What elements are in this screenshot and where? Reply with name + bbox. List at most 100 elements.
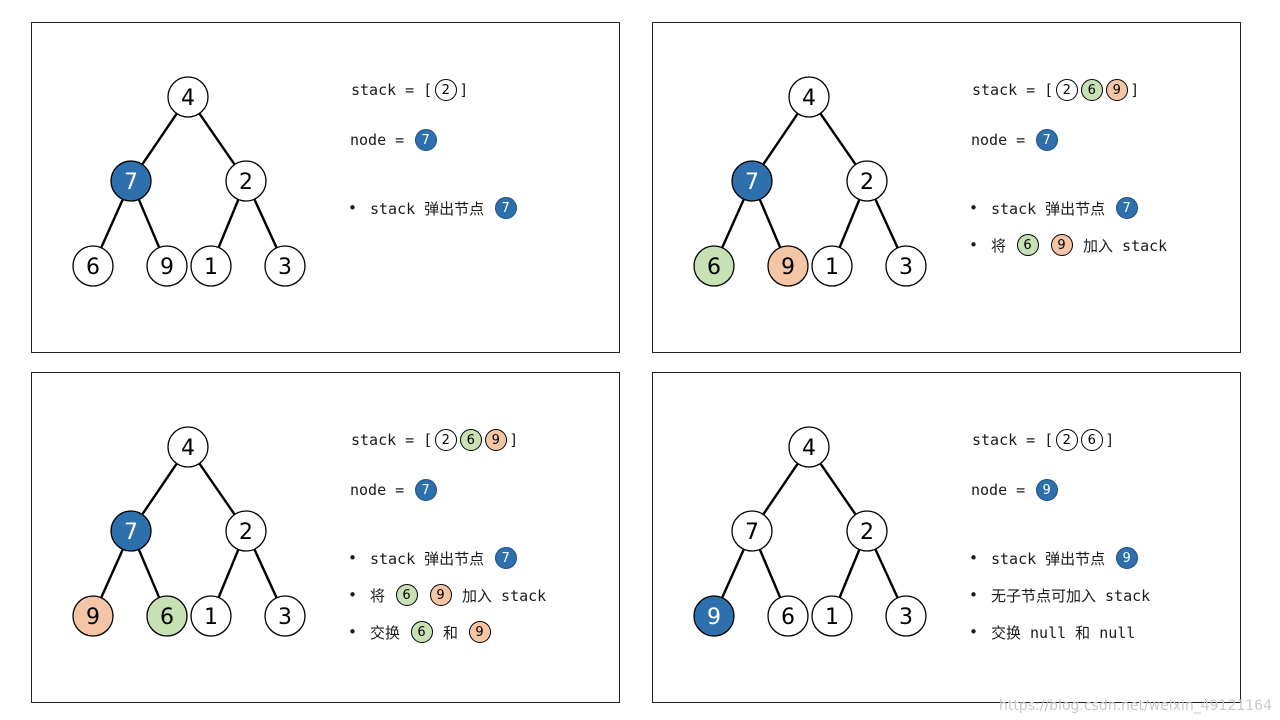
tree-edge-right-right_right (253, 198, 278, 249)
tree-node-label: 7 (745, 520, 759, 545)
tree-node-circle (693, 595, 735, 637)
tree-node-label: 9 (781, 255, 795, 280)
tree-edge-left-left_left (100, 548, 124, 599)
tree-edge-right-right_right (874, 198, 899, 249)
stack-item: 6 (459, 429, 482, 451)
tree-node-right-right: 3 (885, 245, 927, 287)
tree-node-left-left: 9 (693, 595, 735, 637)
node-label: node = (350, 481, 405, 499)
tree-node-right-left: 1 (811, 595, 853, 637)
stack-item: 6 (1080, 429, 1103, 451)
tree-edge-right-right_right (253, 548, 278, 599)
bullet-chip: 6 (395, 584, 418, 606)
current-node-chip: 7 (414, 129, 437, 151)
bullet-text: 将 (370, 586, 386, 605)
stack-item: 9 (484, 429, 507, 451)
tree-node-circle (225, 510, 267, 552)
tree-node-circle (885, 595, 927, 637)
bullet-text: 将 (991, 236, 1007, 255)
stack-item: 6 (1080, 79, 1103, 101)
tree-node-circle (731, 510, 773, 552)
stack-label: stack = [ (351, 81, 433, 99)
tree-node-label: 1 (204, 255, 218, 280)
tree-node-left: 7 (731, 160, 773, 202)
bullet-text: 加入 stack (1083, 236, 1168, 255)
bullet-text: stack 弹出节点 (991, 549, 1106, 568)
tree-node-label: 4 (802, 436, 816, 461)
tree-edge-left-left_right (137, 548, 161, 599)
tree-edge-root-right (198, 462, 236, 516)
bullet-dot-icon: • (348, 549, 358, 567)
bullet-chip: 6 (1016, 234, 1039, 256)
node-line: node = 7 (350, 128, 438, 152)
tree-edge-right-right_left (838, 199, 861, 248)
tree-node-label: 3 (278, 255, 292, 280)
bullet-chip: 9 (1050, 234, 1073, 256)
node-line: node =7 (971, 128, 1059, 152)
tree-node-label: 2 (860, 170, 874, 195)
stack-item: 2 (1055, 79, 1078, 101)
tree-edge-left-left_right (137, 198, 161, 249)
bullet-chip: 6 (410, 621, 433, 643)
node-label: node = (350, 131, 405, 149)
node-line: node =9 (971, 478, 1059, 502)
tree-node-circle (693, 245, 735, 287)
tree-node-label: 1 (825, 255, 839, 280)
tree-node-circle (225, 160, 267, 202)
bullet-text: 无子节点可加入 stack (991, 586, 1151, 605)
tree-node-circle (846, 160, 888, 202)
tree-node-label: 4 (181, 436, 195, 461)
tree-node-right-right: 3 (885, 595, 927, 637)
tree-node-right-left: 1 (190, 245, 232, 287)
bullet-text: 交换 (370, 623, 401, 642)
tree-node-circle (885, 245, 927, 287)
tree-node-left: 7 (731, 510, 773, 552)
bullet-chip: 9 (429, 584, 452, 606)
bullet-chip: 9 (1115, 547, 1138, 569)
tree-node-label: 6 (707, 255, 721, 280)
tree-node-circle (146, 595, 188, 637)
tree-node-circle (264, 595, 306, 637)
tree-node-label: 9 (86, 605, 100, 630)
tree-node-root: 4 (788, 76, 830, 118)
tree-edge-left-left_left (100, 198, 124, 249)
node-line: node =7 (350, 478, 438, 502)
tree-node-right-left: 1 (811, 245, 853, 287)
tree-node-right: 2 (225, 510, 267, 552)
watermark: https://blog.csdn.net/weixin_49121164 (998, 698, 1272, 714)
tree-node-label: 2 (239, 170, 253, 195)
tree-edge-root-right (198, 112, 236, 166)
tree-node-circle (811, 245, 853, 287)
tree-node-root: 4 (788, 426, 830, 468)
tree-node-label: 7 (745, 170, 759, 195)
stack-item: 2 (434, 429, 457, 451)
tree-node-label: 7 (124, 170, 138, 195)
tree-node-label: 9 (707, 605, 721, 630)
bullet-chip: 9 (468, 621, 491, 643)
tree-node-left-left: 6 (72, 245, 114, 287)
bullet-text: stack 弹出节点 (370, 199, 485, 218)
tree-node-right-right: 3 (264, 245, 306, 287)
bullet-text: stack 弹出节点 (370, 549, 485, 568)
tree-node-label: 6 (86, 255, 100, 280)
tree-node-left-left: 9 (72, 595, 114, 637)
tree-node-label: 2 (860, 520, 874, 545)
stack-close-bracket: ] (459, 81, 469, 99)
stack-label: stack = [ (972, 431, 1054, 449)
node-label: node = (971, 481, 1026, 499)
tree-node-circle (788, 76, 830, 118)
bullet-text: 加入 stack (462, 586, 547, 605)
tree-node-label: 3 (278, 605, 292, 630)
tree-node-circle (190, 245, 232, 287)
